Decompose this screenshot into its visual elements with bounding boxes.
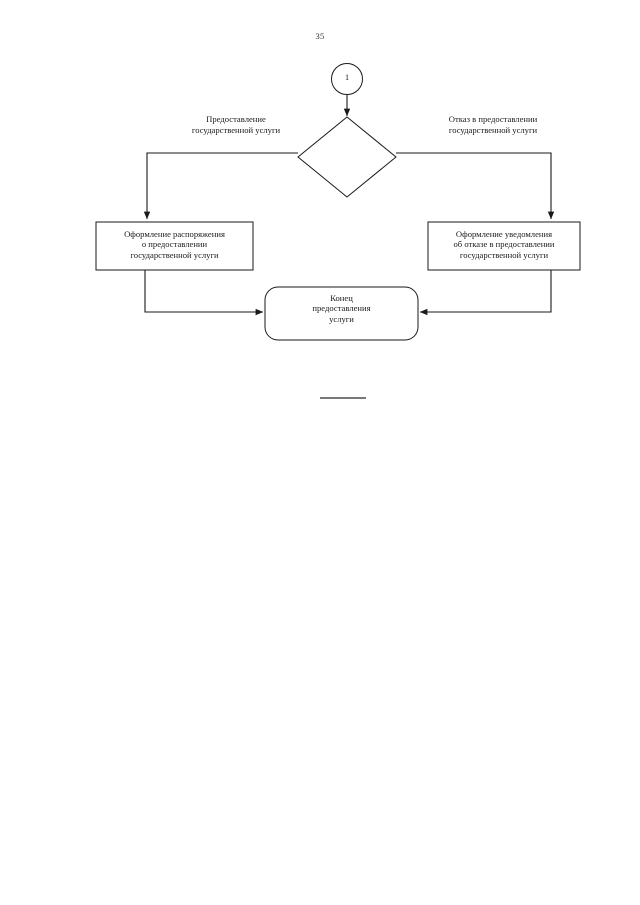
edge-yes-branch	[143, 152, 298, 220]
terminator-end-box	[264, 286, 419, 341]
edge-label-yes: Предоставление государственной услуги	[191, 114, 281, 135]
off-page-connector-label: 1	[344, 73, 350, 82]
edge-left-to-end	[144, 270, 264, 316]
decision-diamond	[297, 116, 397, 198]
process-left-label: Оформление распоряжения о предоставлении…	[124, 229, 225, 260]
terminator-end-label: Конец предоставления услуги	[312, 293, 371, 324]
process-left-box	[95, 221, 254, 271]
edge-label-no: Отказ в предоставлении государственной у…	[448, 114, 538, 135]
edge-no-branch	[396, 152, 555, 220]
process-right-box	[427, 221, 581, 271]
process-right-label: Оформление уведомления об отказе в предо…	[453, 229, 555, 260]
page-number: 35	[315, 31, 325, 41]
edge-right-to-end	[419, 270, 552, 316]
